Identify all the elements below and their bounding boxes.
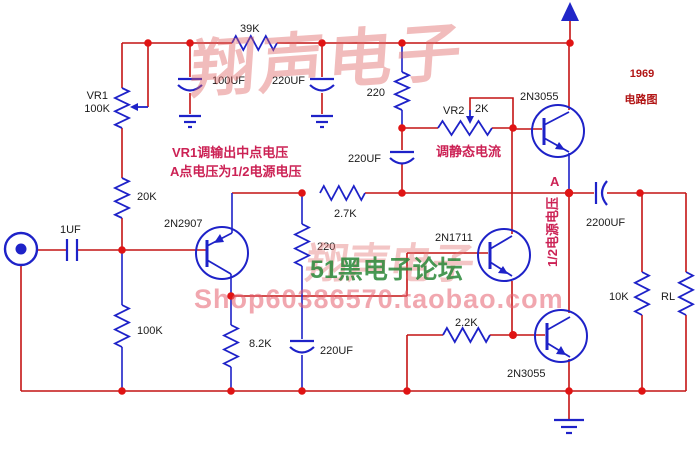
resistor-20k: [112, 177, 132, 219]
capacitor-2200uf: [594, 180, 608, 206]
ground-symbol-220uf: [311, 114, 333, 129]
label-c1uf: 1UF: [60, 224, 81, 236]
note-bias: 调静态电流: [436, 144, 501, 159]
label-q-bot: 2N3055: [507, 368, 546, 380]
vr1-wiper-arrow: [130, 103, 148, 111]
label-c220uf-bootstrap: 220UF: [348, 153, 381, 165]
transistor-2n3055-top: [531, 104, 585, 158]
label-r2k7: 2.7K: [334, 208, 357, 220]
input-jack: [3, 231, 39, 267]
transistor-2n1711-driver: [477, 228, 531, 282]
vr2-wiper-arrow: [466, 110, 474, 124]
capacitor-220uf-bootstrap: [389, 150, 415, 165]
capacitor-100uf: [177, 77, 203, 92]
label-c2200uf: 2200UF: [586, 217, 625, 229]
wires-red: [20, 21, 687, 420]
junction-dots: [118, 39, 646, 395]
label-r39k: 39K: [240, 23, 260, 35]
power-arrow: [561, 2, 579, 21]
potentiometer-vr2: [437, 119, 493, 137]
resistor-rl: [677, 271, 695, 316]
label-q-in: 2N2907: [164, 218, 203, 230]
label-r20k: 20K: [137, 191, 157, 203]
label-c220uf-feedback: 220UF: [320, 345, 353, 357]
resistor-220-top: [392, 71, 412, 111]
resistor-2k2: [442, 326, 491, 344]
potentiometer-vr1: [112, 87, 132, 129]
transistor-2n2907-input: [195, 226, 249, 280]
resistor-8k2: [221, 324, 241, 368]
label-r8k2: 8.2K: [249, 338, 272, 350]
resistor-220-mid: [292, 223, 312, 267]
wires-blue: [121, 45, 570, 391]
resistor-100k: [112, 304, 132, 348]
resistor-39k: [231, 34, 278, 52]
label-q-top: 2N3055: [520, 91, 559, 103]
ground-symbol-main: [554, 418, 584, 435]
ground-symbol-100uf: [179, 114, 201, 129]
page-title-caption: 电路图: [625, 92, 658, 106]
capacitor-220uf-feedback: [289, 339, 315, 354]
label-vr2: VR2: [443, 105, 464, 117]
label-c220uf-top: 220UF: [272, 75, 305, 87]
label-vr1: VR1: [87, 90, 108, 102]
capacitor-1uf: [65, 239, 79, 261]
note-vr1-line2: A点电压为1/2电源电压: [170, 164, 301, 179]
label-rl: RL: [661, 291, 675, 303]
label-vr2-value: 2K: [475, 103, 489, 115]
label-r100k: 100K: [137, 325, 163, 337]
resistor-10k: [633, 271, 651, 316]
label-r220-top: 220: [367, 87, 385, 99]
transistor-2n3055-bottom: [534, 309, 588, 363]
label-r10k: 10K: [609, 291, 629, 303]
label-c100uf: 100UF: [212, 75, 245, 87]
label-r2k2: 2.2K: [455, 317, 478, 329]
half-supply-label: 1/2电源电压: [545, 197, 560, 267]
node-a-label: A: [550, 174, 560, 189]
resistor-2k7: [319, 184, 366, 202]
label-q-drv: 2N1711: [435, 232, 473, 244]
label-r220-mid: 220: [317, 241, 335, 253]
page-title-year: 1969: [630, 68, 654, 80]
label-vr1-value: 100K: [84, 103, 110, 115]
capacitor-220uf-top: [309, 77, 335, 92]
note-vr1-line1: VR1调输出中点电压: [172, 145, 288, 160]
